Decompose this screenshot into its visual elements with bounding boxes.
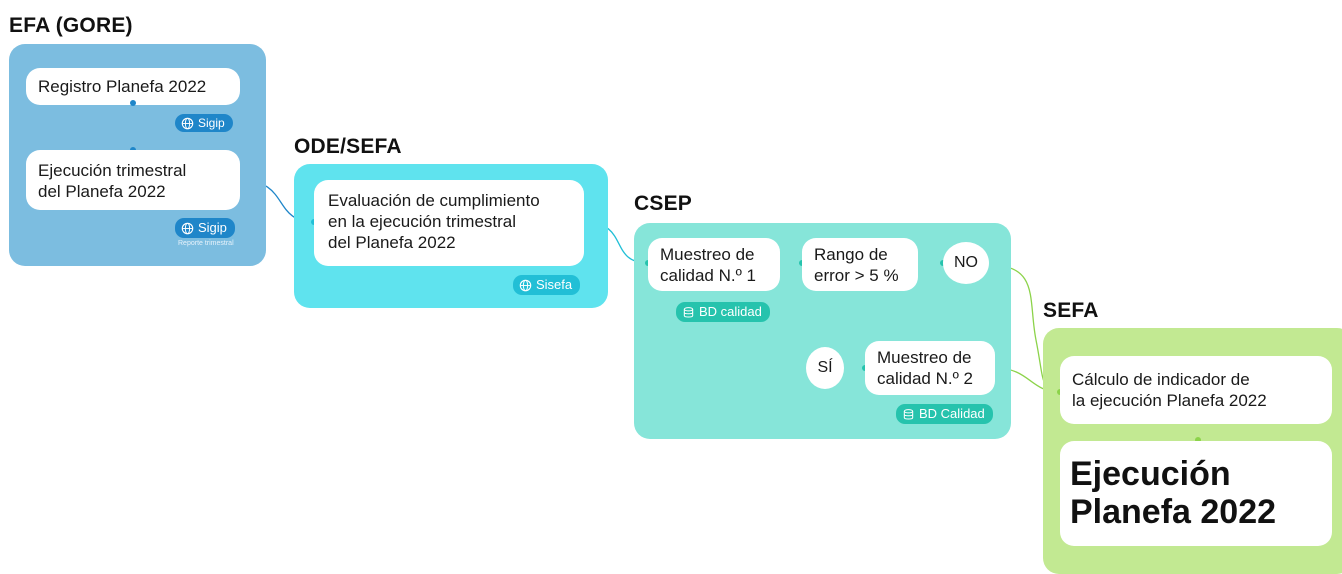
registro-label: Registro Planefa 2022 — [38, 77, 207, 96]
ejecucion-line-1: Ejecución trimestral — [38, 161, 187, 180]
connector-dot — [130, 100, 136, 106]
tag-label: Sisefa — [536, 277, 573, 292]
decision-si: SÍ — [806, 347, 844, 389]
lane-title-csep: CSEP — [634, 192, 692, 215]
tag-bd-calidad-2: BD Calidad — [896, 404, 993, 424]
muestreo1-line-2: calidad N.º 1 — [660, 266, 756, 285]
globe-icon — [519, 279, 532, 291]
ejecucion-line-2: del Planefa 2022 — [38, 182, 166, 201]
card-registro-planefa: Registro Planefa 2022 — [26, 68, 240, 105]
tag-label: Sigip — [198, 116, 225, 130]
globe-icon — [181, 222, 194, 234]
card-evaluacion: Evaluación de cumplimiento en la ejecuci… — [314, 180, 584, 266]
tag-label: BD Calidad — [919, 406, 985, 421]
evaluacion-line-3: del Planefa 2022 — [328, 233, 456, 252]
decision-no: NO — [943, 242, 989, 284]
reporte-trimestral-note: Reporte trimestral — [178, 240, 234, 247]
lane-title-ode: ODE/SEFA — [294, 135, 402, 158]
resultado-line-1: Ejecución — [1070, 455, 1231, 493]
lane-title-efa: EFA (GORE) — [9, 14, 133, 37]
decision-no-label: NO — [954, 254, 978, 271]
rango-line-1: Rango de — [814, 245, 888, 264]
tag-sigip-registro: Sigip — [175, 114, 233, 132]
muestreo2-line-2: calidad N.º 2 — [877, 369, 973, 388]
evaluacion-line-2: en la ejecución trimestral — [328, 212, 517, 231]
database-icon — [683, 306, 694, 318]
tag-bd-calidad-1: BD calidad — [676, 302, 770, 322]
tag-sisefa: Sisefa — [513, 275, 581, 295]
decision-si-label: SÍ — [817, 359, 833, 376]
evaluacion-line-1: Evaluación de cumplimiento — [328, 191, 540, 210]
calculo-line-2: la ejecución Planefa 2022 — [1072, 391, 1267, 410]
card-muestreo-1: Muestreo de calidad N.º 1 — [648, 238, 780, 291]
card-muestreo-2: Muestreo de calidad N.º 2 — [865, 341, 995, 395]
tag-sigip-ejecucion: Sigip — [175, 218, 235, 238]
globe-icon — [181, 117, 194, 129]
muestreo1-line-1: Muestreo de — [660, 245, 755, 264]
resultado-line-2: Planefa 2022 — [1070, 493, 1277, 531]
lane-title-sefa: SEFA — [1043, 299, 1099, 322]
connector-dot — [1195, 437, 1201, 443]
database-icon — [903, 408, 914, 420]
tag-label: BD calidad — [699, 304, 762, 319]
muestreo2-line-1: Muestreo de — [877, 348, 972, 367]
rango-line-2: error > 5 % — [814, 266, 899, 285]
calculo-line-1: Cálculo de indicador de — [1072, 370, 1250, 389]
card-ejecucion-trimestral: Ejecución trimestral del Planefa 2022 — [26, 150, 240, 210]
tag-label: Sigip — [198, 220, 227, 235]
card-resultado: Ejecución Planefa 2022 — [1060, 441, 1332, 546]
card-calculo-indicador: Cálculo de indicador de la ejecución Pla… — [1060, 356, 1332, 424]
card-rango-error: Rango de error > 5 % — [802, 238, 918, 291]
